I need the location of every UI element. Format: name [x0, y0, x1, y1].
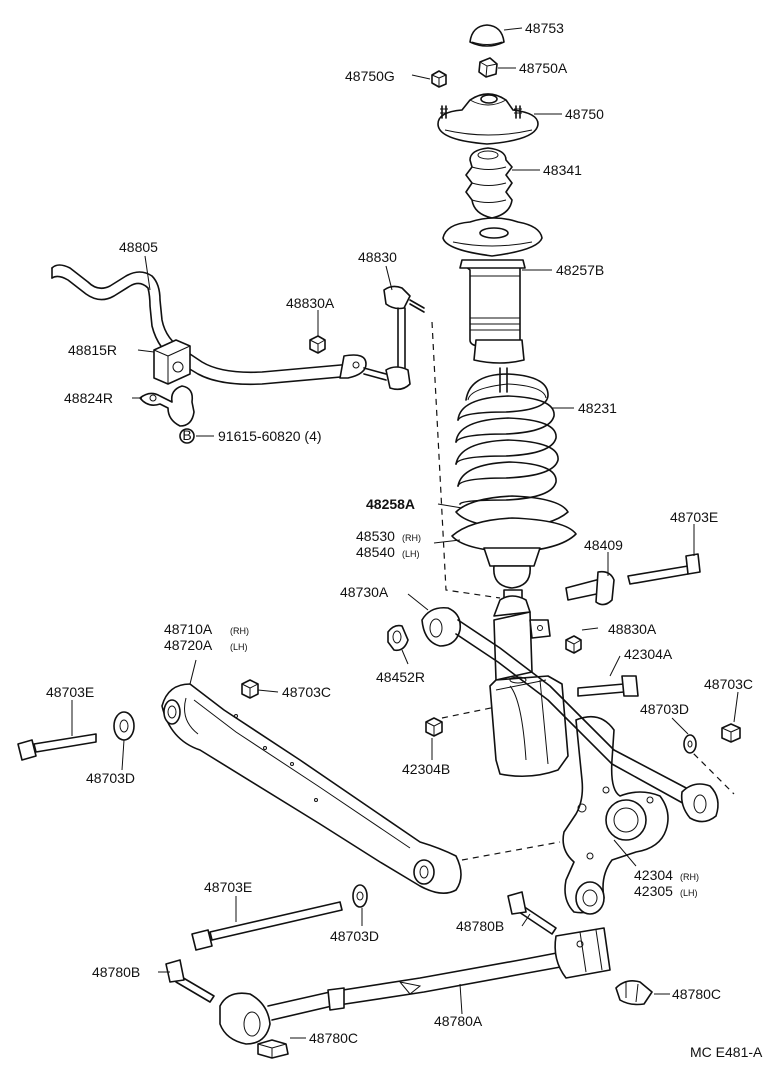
assembly-guide-line: [431, 321, 501, 599]
label-48780b-left[interactable]: 48780B: [92, 964, 140, 980]
label-48409[interactable]: 48409: [584, 537, 623, 553]
label-48703e-left[interactable]: 48703E: [46, 684, 94, 700]
bolt-symbol-letter: B: [182, 427, 191, 443]
label-48540[interactable]: 48540: [356, 544, 395, 560]
label-48703c-right[interactable]: 48703C: [704, 676, 753, 692]
assembly-guide-line: [461, 841, 561, 861]
rod-bolt-mid-part[interactable]: [507, 891, 557, 935]
arm-bolt-right-part[interactable]: [627, 553, 701, 585]
label-42305[interactable]: 42305: [634, 883, 673, 899]
lower-arm-part[interactable]: [161, 683, 462, 894]
label-48530[interactable]: 48530: [356, 528, 395, 544]
label-48830a-mid[interactable]: 48830A: [608, 621, 657, 637]
strut-rod-upper-part[interactable]: [421, 606, 719, 823]
coil-spring-part[interactable]: [455, 367, 559, 505]
label-48730a[interactable]: 48730A: [340, 584, 389, 600]
arm-washer-bottom-part[interactable]: [352, 884, 368, 908]
arm-washer-right-part[interactable]: [683, 734, 697, 754]
label-48703d-left[interactable]: 48703D: [86, 770, 135, 786]
label-48703d-right[interactable]: 48703D: [640, 701, 689, 717]
stabilizer-bushing-part[interactable]: [153, 339, 191, 385]
label-42304-suffix: (RH): [680, 872, 699, 882]
label-48824r[interactable]: 48824R: [64, 390, 113, 406]
small-mount-nut-part[interactable]: [431, 70, 447, 88]
label-48830[interactable]: 48830: [358, 249, 397, 265]
mount-nut-part[interactable]: [478, 57, 498, 78]
label-48257b[interactable]: 48257B: [556, 262, 604, 278]
label-48750g[interactable]: 48750G: [345, 68, 395, 84]
label-48703c-left[interactable]: 48703C: [282, 684, 331, 700]
rod-nut-right-part[interactable]: [615, 980, 653, 1006]
arm-nut-right-part[interactable]: [721, 723, 741, 743]
label-48258a[interactable]: 48258A: [366, 496, 415, 512]
label-48815r[interactable]: 48815R: [68, 342, 117, 358]
strut-upper-mount-part[interactable]: [437, 93, 539, 145]
stabilizer-bar-part[interactable]: [51, 264, 367, 386]
link-nut-upper-part[interactable]: [309, 335, 326, 354]
label-48805[interactable]: 48805: [119, 239, 158, 255]
label-48780c-right[interactable]: 48780C: [672, 986, 721, 1002]
dust-cap-part[interactable]: [469, 24, 505, 47]
label-48341[interactable]: 48341: [543, 162, 582, 178]
arm-nut-left-part[interactable]: [241, 679, 259, 699]
rod-bolt-left-part[interactable]: [165, 959, 215, 1003]
label-48703d-bottom[interactable]: 48703D: [330, 928, 379, 944]
stabilizer-link-part[interactable]: [363, 285, 425, 391]
label-48231[interactable]: 48231: [578, 400, 617, 416]
arm-bushing-part[interactable]: [387, 624, 409, 652]
rear-axle-carrier-part[interactable]: [562, 715, 669, 915]
knuckle-nut-b-part[interactable]: [425, 717, 443, 737]
label-48780a[interactable]: 48780A: [434, 1013, 483, 1029]
label-48750[interactable]: 48750: [565, 106, 604, 122]
label-48703e-bottom[interactable]: 48703E: [204, 879, 252, 895]
label-42305-suffix: (LH): [680, 888, 698, 898]
stabilizer-bracket-part[interactable]: [139, 385, 195, 427]
label-42304b[interactable]: 42304B: [402, 761, 450, 777]
label-48830a-top[interactable]: 48830A: [286, 295, 335, 311]
bolt-symbol-icon: B: [179, 427, 195, 444]
label-42304[interactable]: 42304: [634, 867, 673, 883]
dust-boot-part[interactable]: [459, 259, 526, 364]
shock-absorber-part[interactable]: [451, 517, 577, 609]
camber-cam-part[interactable]: [565, 570, 615, 606]
link-nut-lower-part[interactable]: [565, 635, 582, 654]
label-48780b-mid[interactable]: 48780B: [456, 918, 504, 934]
label-48710a-suffix: (RH): [230, 626, 249, 636]
figure-code: MC E481-A: [690, 1044, 763, 1060]
label-48750a[interactable]: 48750A: [519, 60, 568, 76]
spring-upper-seat-part[interactable]: [442, 217, 543, 257]
label-91615-60820[interactable]: 91615-60820 (4): [218, 428, 322, 444]
label-48720a-suffix: (LH): [230, 642, 248, 652]
arm-bolt-left-part[interactable]: [17, 733, 97, 761]
label-48452r[interactable]: 48452R: [376, 669, 425, 685]
label-42304a[interactable]: 42304A: [624, 646, 673, 662]
label-48540-suffix: (LH): [402, 549, 420, 559]
arm-washer-left-part[interactable]: [113, 711, 135, 741]
bump-stopper-part[interactable]: [465, 147, 513, 219]
label-48703e-right[interactable]: 48703E: [670, 509, 718, 525]
label-48720a[interactable]: 48720A: [164, 637, 213, 653]
knuckle-bolt-a-part[interactable]: [577, 675, 639, 697]
label-48780c-bottom[interactable]: 48780C: [309, 1030, 358, 1046]
label-48530-suffix: (RH): [402, 533, 421, 543]
label-48753[interactable]: 48753: [525, 20, 564, 36]
rod-nut-bottom-part[interactable]: [257, 1039, 289, 1059]
label-48710a[interactable]: 48710A: [164, 621, 213, 637]
arm-bolt-bottom-part[interactable]: [191, 901, 343, 951]
assembly-guide-line: [685, 745, 735, 795]
leader-lines: [71, 27, 739, 1039]
lateral-rod-part[interactable]: [219, 927, 611, 1045]
